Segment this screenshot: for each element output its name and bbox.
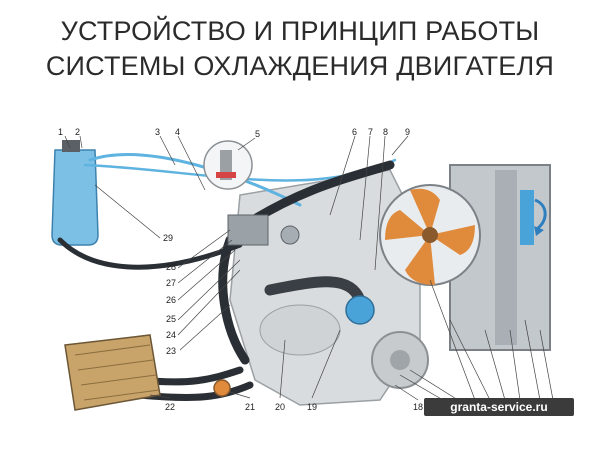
callout-29: 29 (163, 233, 173, 243)
callout-19: 19 (307, 402, 317, 412)
radiator-tank-highlight (520, 190, 534, 245)
heater-tap (213, 379, 231, 397)
expansion-tank (51, 140, 99, 246)
callout-7: 7 (368, 127, 373, 137)
callout-25: 25 (166, 314, 176, 324)
callout-20: 20 (275, 402, 285, 412)
heater-core (64, 334, 161, 411)
sensor-inset (203, 140, 253, 190)
callout-21: 21 (245, 402, 255, 412)
page-title: УСТРОЙСТВО И ПРИНЦИП РАБОТЫ СИСТЕМЫ ОХЛА… (0, 14, 600, 84)
callout-23: 23 (166, 346, 176, 356)
callout-9: 9 (405, 127, 410, 137)
callout-22: 22 (165, 402, 175, 412)
callout-24: 24 (166, 330, 176, 340)
cooling-system-diagram: 1 2 3 4 5 6 7 8 9 10 11 12 13 14 15 16 1… (51, 127, 558, 412)
callout-8: 8 (383, 127, 388, 137)
callout-6: 6 (352, 127, 357, 137)
callout-27: 27 (166, 278, 176, 288)
leader-lines (64, 135, 554, 401)
engine-block (229, 169, 429, 406)
callout-5: 5 (255, 129, 260, 139)
callout-1: 1 (58, 127, 63, 137)
callout-26: 26 (166, 295, 176, 305)
callout-4: 4 (175, 127, 180, 137)
cooling-fan (379, 184, 481, 286)
callout-2: 2 (75, 127, 80, 137)
callout-28: 28 (166, 262, 176, 272)
thermostat-housing (227, 214, 300, 246)
title-line-1: УСТРОЙСТВО И ПРИНЦИП РАБОТЫ (60, 16, 540, 46)
watermark: granta-service.ru (424, 398, 574, 416)
callout-3: 3 (155, 127, 160, 137)
title-line-2: СИСТЕМЫ ОХЛАЖДЕНИЯ ДВИГАТЕЛЯ (45, 51, 555, 81)
callout-18: 18 (413, 402, 423, 412)
water-pump-highlight (345, 295, 375, 325)
